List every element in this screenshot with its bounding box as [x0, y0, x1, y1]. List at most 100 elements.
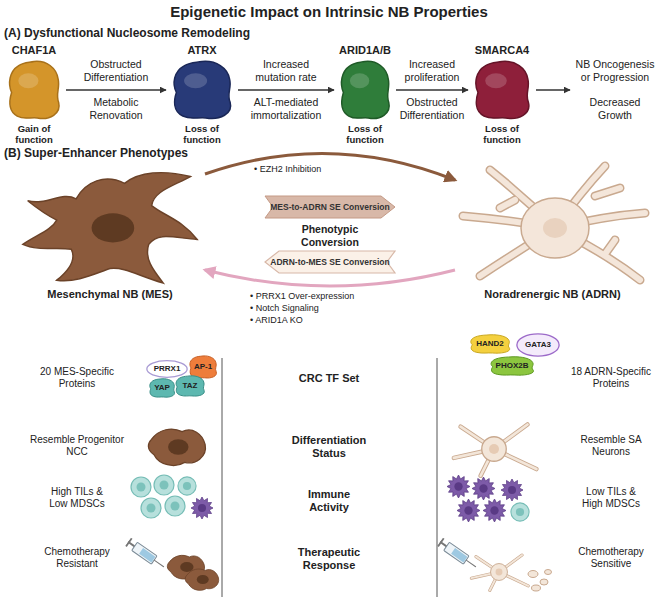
graphic-part — [184, 73, 207, 88]
mdsc-icon — [447, 475, 470, 498]
annotation-label: • Notch Signaling — [250, 303, 410, 314]
conversion-arrow: MES-to-ADRN SE Conversion — [265, 196, 395, 218]
annotation-label: Chemotherapy Resistant — [22, 546, 132, 570]
annotation-label: • PRRX1 Over-expression — [250, 291, 410, 302]
cell-fragments — [528, 570, 552, 592]
function-change: Loss of function — [174, 123, 230, 145]
sensitive-cell-icon — [471, 555, 528, 590]
protein-blob — [6, 59, 62, 121]
til-icon — [511, 503, 529, 521]
graphic-part — [485, 73, 507, 88]
graphic-part — [174, 61, 231, 118]
annotation-label: • EZH2 Inhibition — [254, 164, 394, 175]
graphic-part — [521, 198, 589, 258]
annotation-label: NB Oncogenesis or Progression — [574, 58, 656, 83]
noradrenergic-cell: Noradrenergic NB (ADRN) — [455, 158, 650, 304]
annotation-label: 18 ADRN-Specific Proteins — [566, 366, 656, 390]
graphic-part — [528, 571, 538, 578]
annotation-label: • ARID1A KO — [250, 315, 410, 326]
annotation-label: High TILs & Low MDSCs — [44, 486, 110, 510]
graphic-part — [125, 538, 167, 571]
conversion-arrow: ADRN-to-MES SE Conversion — [265, 251, 395, 273]
conversion-text: ADRN-to-MES SE Conversion — [265, 251, 395, 273]
protein-name: YAP — [142, 378, 182, 398]
mesenchymal-cell: Mesenchymal NB (MES) — [15, 162, 205, 304]
til-icon — [141, 498, 161, 518]
protein-name: PHOX2B — [482, 356, 542, 376]
connector-arrow — [396, 89, 468, 90]
annotation-label: Resemble Progenitor NCC — [22, 434, 132, 458]
progenitor-cell-icon — [148, 429, 205, 465]
graphic-part — [341, 61, 389, 118]
protein-name: TAZ — [168, 375, 212, 397]
annotation-label: Increased proliferation — [394, 58, 470, 83]
graphic-part — [500, 200, 515, 208]
protein-name: HAND2 — [462, 334, 518, 354]
protein-name: SMARCA4 — [458, 44, 546, 57]
protein-badge: PHOX2B — [488, 356, 536, 376]
resistant-cell-icon — [185, 569, 218, 590]
mesenchymal-cell-shape — [15, 162, 205, 286]
protein-badge: PRRX1 — [146, 360, 188, 378]
graphic-part — [23, 173, 197, 283]
annotation-label: Resemble SA Neurons — [566, 434, 656, 458]
graphic-part — [18, 73, 38, 88]
graphic-part — [605, 240, 615, 254]
graphic-part — [605, 240, 615, 254]
connector-arrow — [238, 89, 334, 90]
mdsc-icon — [501, 479, 523, 501]
graphic-part — [500, 200, 515, 208]
column-divider — [222, 358, 223, 597]
protein-node: SMARCA4Loss of function — [468, 44, 536, 146]
connector-arrow — [205, 153, 455, 180]
protein-blob — [170, 59, 234, 121]
annotation-label: Therapeutic Response — [289, 546, 369, 572]
annotation-label: ALT-mediated immortalization — [244, 96, 328, 121]
annotation-label: 20 MES-Specific Proteins — [22, 366, 132, 390]
annotation-label: Decreased Growth — [574, 96, 656, 121]
graphic-part — [545, 570, 552, 575]
mdsc-icon — [483, 499, 506, 522]
til-icon — [154, 475, 174, 495]
annotation-label: Differentiation Status — [289, 434, 369, 460]
graphic-part — [265, 251, 395, 273]
annotation-label: Low TILs & High MDSCs — [578, 486, 644, 510]
mdsc-icon — [191, 497, 213, 519]
graphic-part — [265, 196, 395, 218]
protein-badge: TAZ — [174, 375, 206, 397]
annotation-label: (A) Dysfunctional Nucleosome Remodeling — [4, 26, 344, 40]
protein-node: CHAF1AGain of function — [2, 44, 66, 146]
annotation-label: Increased mutation rate — [244, 58, 328, 83]
graphic-part — [10, 61, 59, 118]
mdsc-icon — [472, 477, 495, 500]
graphic-part — [540, 579, 548, 585]
graphic-part — [595, 188, 620, 196]
cell-label: Noradrenergic NB (ADRN) — [445, 288, 658, 301]
neuron-icon — [454, 424, 537, 475]
protein-name: GATA3 — [510, 333, 566, 357]
flow-arrow — [536, 89, 570, 90]
protein-name: ATRX — [156, 44, 248, 57]
graphic-part — [532, 585, 541, 591]
protein-name: ARID1A/B — [324, 44, 406, 57]
protein-badge: GATA3 — [516, 333, 560, 357]
protein-badge: YAP — [148, 378, 176, 398]
protein-name: CHAF1A — [0, 44, 76, 57]
til-icon — [178, 477, 196, 495]
connector-arrow — [66, 89, 166, 90]
graphic-part — [437, 538, 479, 571]
protein-badge: HAND2 — [468, 334, 512, 354]
mdsc-icon — [457, 499, 480, 522]
connector-arrow — [205, 270, 455, 286]
graphic-part — [350, 73, 369, 88]
function-change: Loss of function — [337, 123, 393, 145]
annotation-label: Chemotherapy Sensitive — [566, 546, 656, 570]
protein-name: PRRX1 — [140, 360, 194, 378]
protein-blob — [472, 59, 532, 121]
graphic-part — [92, 213, 135, 242]
protein-name: AP-1 — [182, 355, 224, 379]
graphic-part — [476, 61, 529, 118]
annotation-label: Immune Activity — [289, 488, 369, 514]
